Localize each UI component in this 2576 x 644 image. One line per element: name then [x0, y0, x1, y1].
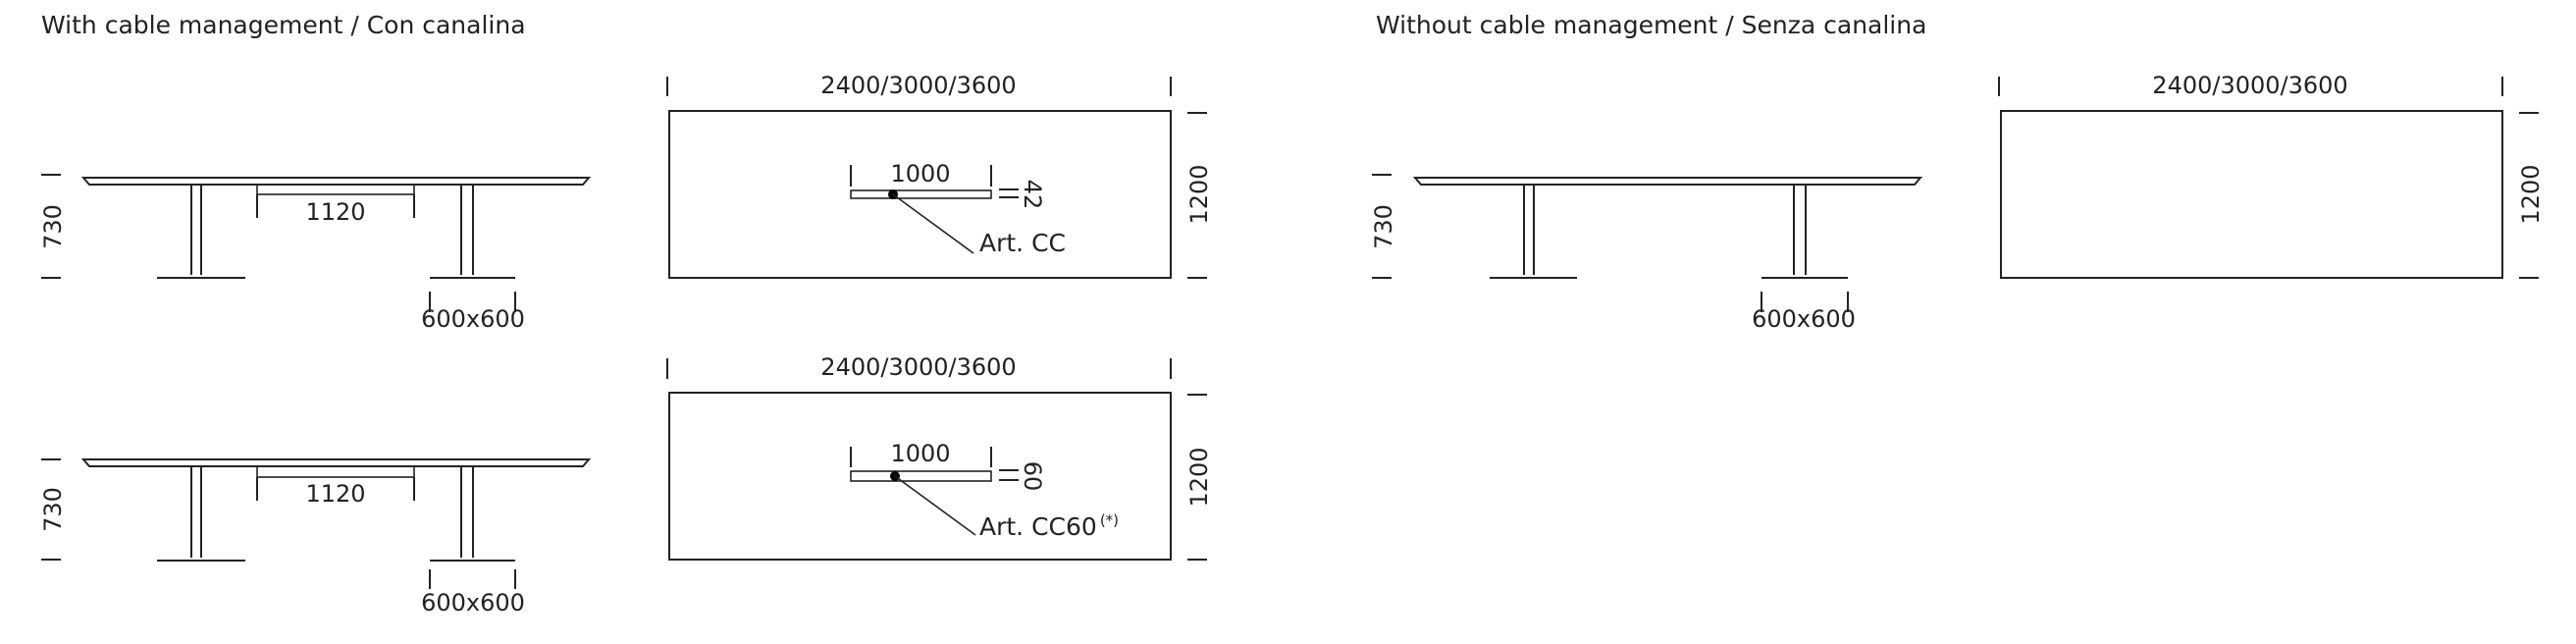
side-view-with-cable-2: 730 1120 600x600 [39, 458, 592, 617]
table-top-side [1412, 177, 1923, 186]
article-leader-line [892, 193, 974, 254]
article-label: Art. CC60(*) [979, 511, 1119, 541]
section-title-without-cable: Without cable management / Senza canalin… [1376, 11, 1926, 39]
height-label: 730 [39, 487, 67, 532]
cable-channel-plan [850, 470, 992, 482]
section-title-with-cable: With cable management / Con canalina [41, 11, 526, 39]
article-leader-line [894, 475, 976, 536]
table-top-plan [668, 110, 1172, 279]
height-label: 730 [39, 204, 67, 249]
base-label: 600x600 [1752, 305, 1856, 333]
length-label: 2400/3000/3600 [820, 72, 1016, 99]
channel-length-label: 1000 [890, 440, 950, 467]
cable-channel-plan [850, 189, 992, 199]
side-view-without-cable: 730 600x600 [1370, 174, 1923, 333]
cable-channel-side [256, 465, 415, 478]
table-top-side [80, 177, 592, 186]
cable-channel-side [256, 184, 415, 195]
length-label: 2400/3000/3600 [2152, 72, 2347, 99]
table-top-side [80, 458, 592, 467]
channel-width-label: 1120 [305, 198, 365, 226]
top-view-with-cable-1: 2400/3000/3600 1200 1000 42 Art. CC [666, 72, 1213, 279]
channel-width-label: 1120 [305, 480, 365, 508]
table-top-plan [668, 392, 1172, 561]
article-code: Art. CC60 [979, 512, 1097, 541]
depth-label: 1200 [1185, 447, 1213, 507]
depth-label: 1200 [2517, 164, 2545, 224]
article-label: Art. CC [979, 229, 1066, 257]
length-label: 2400/3000/3600 [820, 353, 1016, 381]
base-label: 600x600 [421, 589, 525, 617]
top-view-without-cable: 2400/3000/3600 1200 [1998, 72, 2545, 279]
article-footnote-mark: (*) [1100, 511, 1119, 529]
depth-label: 1200 [1185, 164, 1213, 224]
channel-length-label: 1000 [890, 160, 950, 188]
table-top-plan [2000, 110, 2503, 279]
channel-depth-label: 60 [1019, 461, 1046, 492]
side-view-with-cable-1: 730 1120 600x600 [39, 174, 592, 333]
channel-depth-label: 42 [1019, 180, 1046, 210]
height-label: 730 [1370, 204, 1397, 249]
base-label: 600x600 [421, 305, 525, 333]
top-view-with-cable-2: 2400/3000/3600 1200 1000 60 Art. CC60(*) [666, 353, 1213, 561]
